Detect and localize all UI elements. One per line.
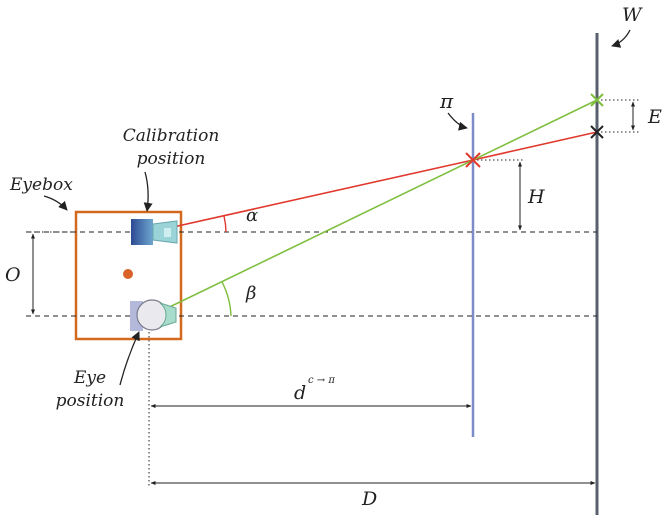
wall-eye-cross <box>590 93 604 107</box>
calibration-pointer-arrow <box>143 171 153 212</box>
eye-icon <box>130 299 177 331</box>
eyebox-center-dot <box>123 269 133 279</box>
wall-pointer-arrow <box>611 29 631 48</box>
plane-intersection-cross <box>465 152 481 168</box>
eye-ray <box>150 99 598 317</box>
error-label: E <box>647 106 662 128</box>
eyebox-pointer-arrow <box>43 195 68 211</box>
eyebox-label: Eyebox <box>9 175 73 195</box>
distance-plane-superscript: c → π <box>308 375 335 386</box>
distance-plane-label: d <box>294 382 306 404</box>
calibration-label-line2: position <box>137 149 206 169</box>
plane-pointer-arrow <box>447 112 468 131</box>
height-label: H <box>527 186 545 208</box>
alpha-label: α <box>246 205 258 226</box>
alpha-arc <box>223 215 227 233</box>
eye-pointer-arrow <box>119 331 140 386</box>
camera-ray-to-plane <box>150 159 474 233</box>
camera-icon <box>131 219 178 245</box>
distance-wall-label: D <box>361 488 377 510</box>
wall-label: W <box>622 4 643 26</box>
plane-label: π <box>439 89 454 113</box>
eyebox-rect <box>74 210 183 341</box>
calibration-label-line1: Calibration <box>123 126 220 146</box>
beta-label: β <box>245 283 256 304</box>
offset-label: O <box>5 264 21 286</box>
wall-camera-cross <box>590 125 604 139</box>
eye-label-line2: position <box>56 391 125 411</box>
beta-arc <box>221 281 232 317</box>
eye-label-line1: Eye <box>73 368 106 388</box>
camera-ray-to-wall <box>472 131 598 161</box>
